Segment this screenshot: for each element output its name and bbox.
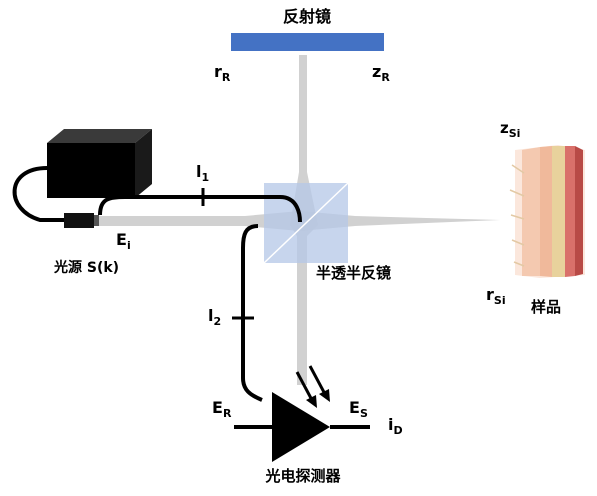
fiber-l2 bbox=[241, 224, 263, 402]
collimator bbox=[64, 213, 94, 228]
label-detector: 光电探测器 bbox=[264, 467, 341, 485]
label-mirror: 反射镜 bbox=[283, 7, 331, 26]
label-E-S: ES bbox=[349, 398, 368, 420]
source-cable bbox=[12, 166, 65, 222]
label-r-R: rR bbox=[214, 62, 231, 84]
label-z-R: zR bbox=[372, 62, 390, 84]
reference-mirror bbox=[231, 33, 384, 51]
label-l2: l2 bbox=[208, 306, 221, 328]
label-source: 光源 S(k) bbox=[53, 259, 119, 276]
sample-tissue bbox=[509, 145, 585, 278]
label-beamsplitter: 半透半反镜 bbox=[316, 264, 391, 282]
light-source-box bbox=[47, 129, 152, 198]
label-l1: l1 bbox=[196, 162, 209, 184]
label-i-D: iD bbox=[388, 415, 403, 437]
label-r-Si: rSi bbox=[486, 285, 506, 307]
label-z-Si: zSi bbox=[500, 119, 520, 140]
label-E-i: Ei bbox=[116, 230, 131, 252]
photodetector bbox=[234, 365, 370, 462]
label-E-R: ER bbox=[212, 398, 232, 420]
label-sample: 样品 bbox=[531, 298, 561, 316]
